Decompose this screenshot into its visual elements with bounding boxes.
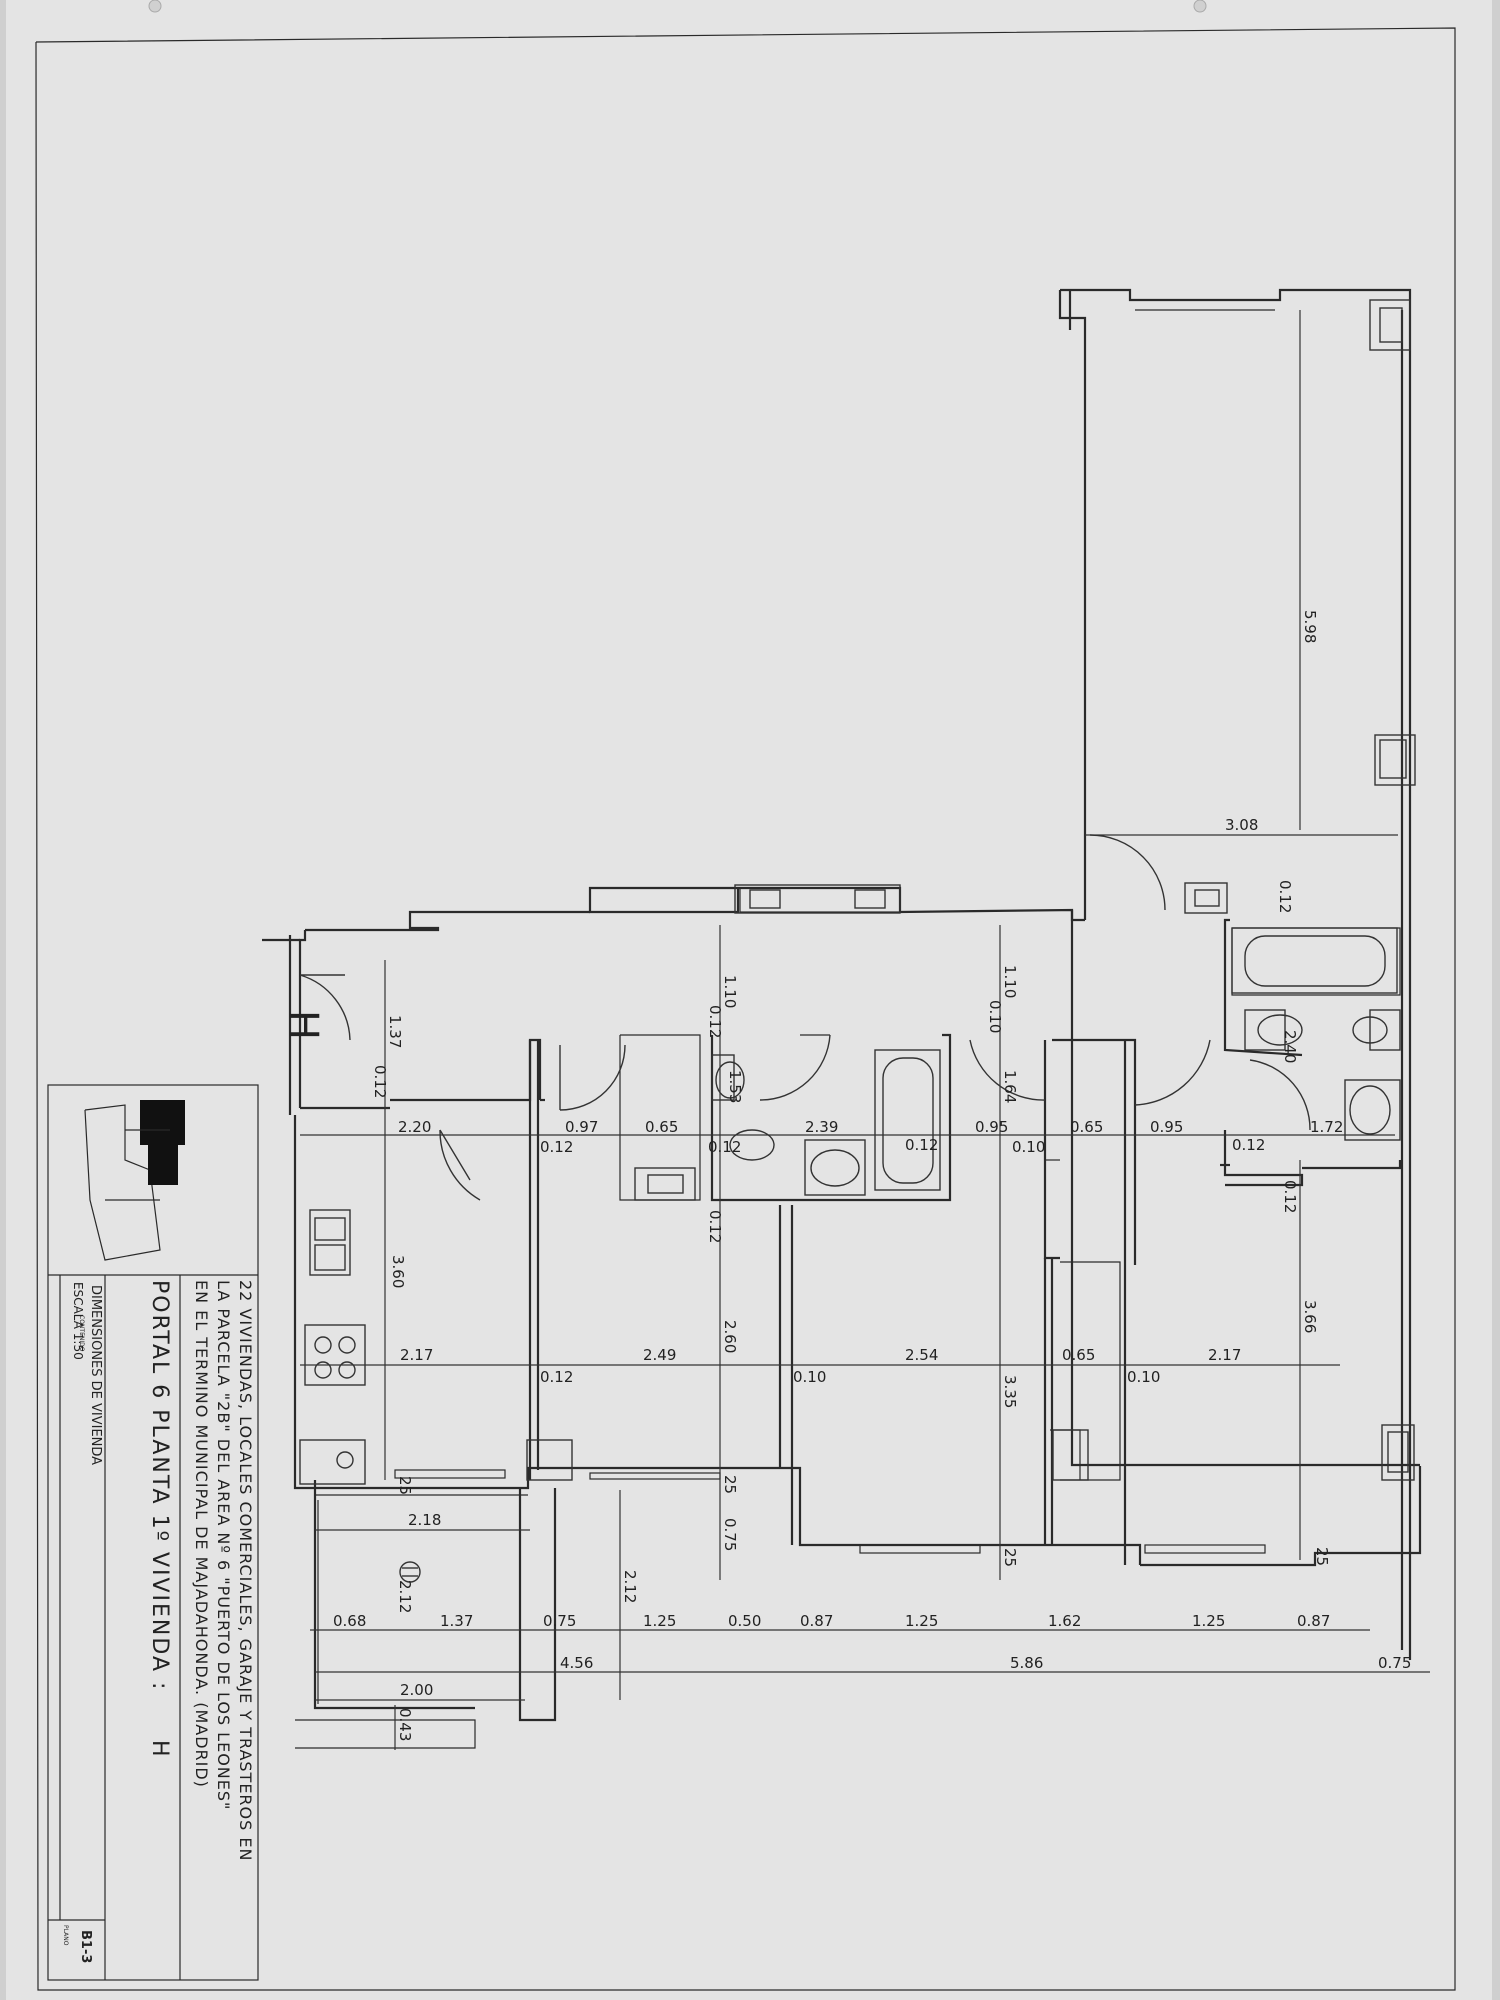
contenido-label: CONTENIDO xyxy=(78,1315,85,1352)
dim-label: 0.65 xyxy=(645,1118,678,1136)
project-line-2: LA PARCELA "2B" DEL AREA Nº 6 "PUERTO DE… xyxy=(214,1280,233,1810)
doors xyxy=(299,834,1311,1201)
dim-label: 5.98 xyxy=(1301,610,1319,643)
dim-label: 1.62 xyxy=(1048,1612,1081,1630)
project-line-1: 22 VIVIENDAS, LOCALES COMERCIALES, GARAJ… xyxy=(236,1280,255,1861)
portal-line: PORTAL 6 PLANTA 1º VIVIENDA : xyxy=(147,1280,172,1691)
vivienda-letter: H xyxy=(147,1740,172,1757)
dim-label: 25 xyxy=(396,1476,414,1495)
dim-label: 0.10 xyxy=(1127,1368,1160,1386)
dim-label: 1.72 xyxy=(1310,1118,1343,1136)
dim-label: 3.60 xyxy=(389,1255,407,1288)
dim-label: 1.25 xyxy=(1192,1612,1225,1630)
punch-hole xyxy=(1193,0,1207,13)
dim-label: 0.95 xyxy=(1150,1118,1183,1136)
interior-walls xyxy=(390,918,1402,1565)
dim-label: 0.75 xyxy=(1378,1654,1411,1672)
dim-label: 0.65 xyxy=(1070,1118,1103,1136)
site-key-plan xyxy=(84,1100,185,1261)
dim-label: 0.12 xyxy=(706,1005,724,1038)
plano-value: B1-3 xyxy=(78,1930,93,1963)
dim-label: 0.12 xyxy=(1281,1180,1299,1213)
dimension-lines xyxy=(300,310,1430,1750)
dim-label: 0.87 xyxy=(800,1612,833,1630)
dim-label: 0.10 xyxy=(793,1368,826,1386)
dim-label: 1.37 xyxy=(440,1612,473,1630)
dim-label: 0.10 xyxy=(1012,1138,1045,1156)
dim-label: 25 xyxy=(1001,1548,1019,1567)
dim-label: 3.08 xyxy=(1225,816,1258,834)
dim-label: 2.18 xyxy=(408,1511,441,1529)
plano-label: PLANO xyxy=(62,1925,69,1946)
dim-label: 0.12 xyxy=(905,1136,938,1154)
dim-label: 0.12 xyxy=(540,1368,573,1386)
dim-label: 0.75 xyxy=(543,1612,576,1630)
dim-label: 3.66 xyxy=(1301,1300,1319,1333)
exterior-walls xyxy=(262,288,1422,1749)
dim-label: 0.43 xyxy=(396,1708,414,1741)
dim-label: 0.95 xyxy=(975,1118,1008,1136)
dim-label: 0.50 xyxy=(728,1612,761,1630)
dim-label: 1.53 xyxy=(726,1070,744,1103)
dim-label: 1.10 xyxy=(1001,965,1019,998)
dim-label: 2.17 xyxy=(1208,1346,1241,1364)
dim-label: 0.12 xyxy=(540,1138,573,1156)
paper-background xyxy=(6,0,1492,2000)
dim-label: 5.86 xyxy=(1010,1654,1043,1672)
dim-label: 3.35 xyxy=(1001,1375,1019,1408)
project-line-3: EN EL TERMINO MUNICIPAL DE MAJADAHONDA. … xyxy=(192,1280,211,1788)
dim-label: 1.64 xyxy=(1001,1070,1019,1103)
dim-label: 0.12 xyxy=(371,1065,389,1098)
dim-label: 1.25 xyxy=(643,1612,676,1630)
entrance-mark: H xyxy=(280,1010,326,1040)
dim-label: 2.12 xyxy=(396,1580,414,1613)
dim-label: 2.39 xyxy=(805,1118,838,1136)
dim-label: 1.25 xyxy=(905,1612,938,1630)
sheet-frame xyxy=(35,27,1456,1991)
title-block: 22 VIVIENDAS, LOCALES COMERCIALES, GARAJ… xyxy=(47,1084,259,1981)
dim-label: 25 xyxy=(721,1475,739,1494)
dim-label: 0.75 xyxy=(721,1518,739,1551)
dim-label: 2.00 xyxy=(400,1681,433,1699)
dim-label: 2.12 xyxy=(621,1570,639,1603)
contenido-value: DIMENSIONES DE VIVIENDA xyxy=(88,1285,103,1465)
dim-label: 2.54 xyxy=(905,1346,938,1364)
dim-label: 0.97 xyxy=(565,1118,598,1136)
dim-label: 1.10 xyxy=(721,975,739,1008)
dim-label: 0.65 xyxy=(1062,1346,1095,1364)
dim-label: 0.12 xyxy=(708,1138,741,1156)
scale-label: ESCALA 1:50 xyxy=(71,1282,85,1360)
dimension-labels: 5.98 3.08 0.12 1.10 1.10 0.12 0.10 2.40 … xyxy=(333,610,1411,1741)
fixtures xyxy=(299,299,1416,1583)
dim-label: 4.56 xyxy=(560,1654,593,1672)
dim-label: 2.49 xyxy=(643,1346,676,1364)
dim-label: 0.87 xyxy=(1297,1612,1330,1630)
dim-label: 0.10 xyxy=(986,1000,1004,1033)
punch-hole xyxy=(148,0,162,13)
dim-label: 2.60 xyxy=(721,1320,739,1353)
dim-label: 2.20 xyxy=(398,1118,431,1136)
dim-label: 2.17 xyxy=(400,1346,433,1364)
dim-label: 25 xyxy=(1313,1547,1331,1566)
dim-label: 0.12 xyxy=(1276,880,1294,913)
dim-label: 1.37 xyxy=(386,1015,404,1048)
dim-label: 2.40 xyxy=(1281,1030,1299,1063)
dim-label: 0.68 xyxy=(333,1612,366,1630)
dim-label: 0.12 xyxy=(1232,1136,1265,1154)
dim-label: 0.12 xyxy=(706,1210,724,1243)
